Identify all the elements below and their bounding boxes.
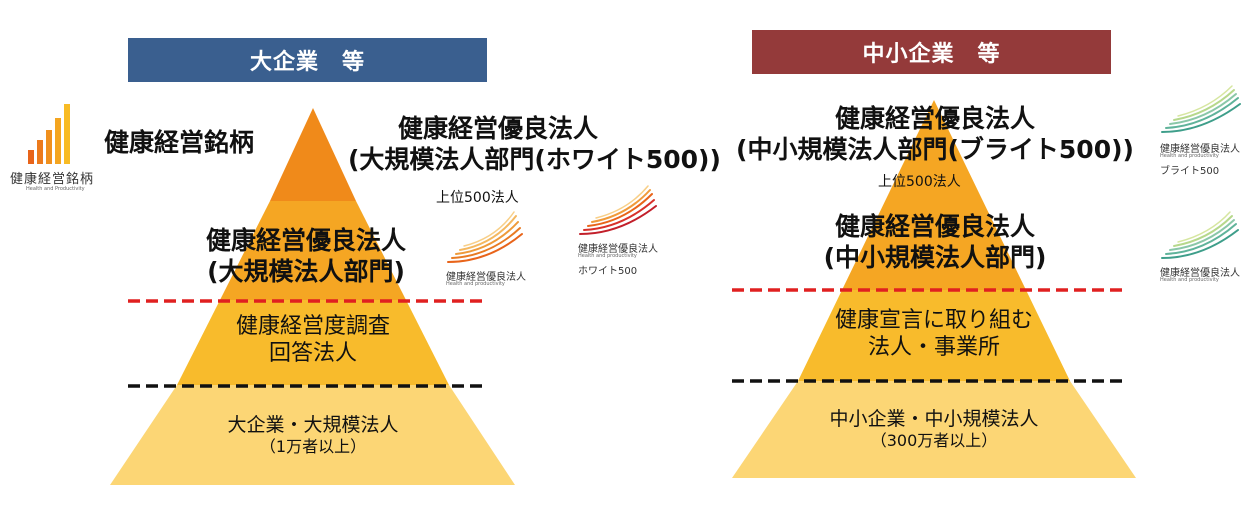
bright500-line1: 健康経営優良法人 xyxy=(834,104,1035,133)
left-tier-base xyxy=(110,385,515,485)
declare-label: 健康宣言に取り組む 法人・事業所 xyxy=(804,308,1064,362)
left-certified-line2: (大規模法人部門) xyxy=(207,256,405,286)
left-base-line1: 大企業・大規模法人 xyxy=(227,414,399,436)
sme-header: 中小企業 等 xyxy=(752,30,1111,74)
right-certified-line2: (中小規模法人部門) xyxy=(823,242,1047,272)
right-top500-note: 上位500法人 xyxy=(878,174,961,190)
right-tier-mid xyxy=(798,290,1070,381)
survey-line2: 回答法人 xyxy=(268,340,357,366)
white500-title: 健康経営優良法人 (大規模法人部門(ホワイト500)) xyxy=(348,114,721,175)
left-certified-line1: 健康経営優良法人 xyxy=(205,226,406,255)
bright500-title: 健康経営優良法人 (中小規模法人部門(ブライト500)) xyxy=(730,104,1140,165)
right-base-label: 中小企業・中小規模法人 （300万者以上） xyxy=(804,408,1064,451)
left-tier-top xyxy=(270,108,356,201)
certified-small-logo-caption: 健康経営優良法人 xyxy=(1160,268,1240,279)
brand-logo-caption: 健康経営銘柄 xyxy=(10,172,95,187)
large-enterprise-header: 大企業 等 xyxy=(128,38,487,82)
brand-label: 健康経営銘柄 xyxy=(104,128,255,157)
white500-line1: 健康経営優良法人 xyxy=(397,114,598,143)
declare-line2: 法人・事業所 xyxy=(867,334,1000,360)
right-tier-top xyxy=(842,100,1026,290)
left-tier-mid xyxy=(177,300,449,385)
swoosh-logo-icon xyxy=(579,185,657,235)
bright500-logo-sub: Health and productivity xyxy=(1160,153,1219,159)
survey-line1: 健康経営度調査 xyxy=(235,314,390,339)
survey-label: 健康経営度調査 回答法人 xyxy=(188,314,438,368)
right-certified-title: 健康経営優良法人 (中小規模法人部門) xyxy=(810,212,1060,273)
white500-logo-caption: 健康経営優良法人 xyxy=(578,244,658,255)
brand-logo-sub: Health and Productivity xyxy=(26,186,85,192)
swoosh-logo-icon xyxy=(447,211,523,263)
bright500-line2: (中小規模法人部門(ブライト500)) xyxy=(736,134,1134,164)
bar-chart-logo-icon xyxy=(28,104,70,164)
left-tier-upper xyxy=(220,201,406,300)
certified-large-logo-sub: Health and productivity xyxy=(446,281,505,287)
certified-large-logo-caption: 健康経営優良法人 xyxy=(446,272,526,283)
declare-line1: 健康宣言に取り組む xyxy=(834,308,1033,333)
right-certified-line1: 健康経営優良法人 xyxy=(834,212,1035,241)
white500-line2: (大規模法人部門(ホワイト500)) xyxy=(348,144,721,174)
swoosh-logo-icon xyxy=(1161,85,1241,133)
left-base-line2: （1万者以上） xyxy=(259,437,367,457)
white500-logo-sub: Health and productivity xyxy=(578,253,637,259)
left-top500-note: 上位500法人 xyxy=(436,190,519,206)
right-base-line1: 中小企業・中小規模法人 xyxy=(829,408,1039,430)
swoosh-logo-icon xyxy=(1161,211,1239,259)
left-base-label: 大企業・大規模法人 （1万者以上） xyxy=(188,414,438,457)
certified-small-logo-sub: Health and productivity xyxy=(1160,277,1219,283)
bright500-logo-tag: ブライト500 xyxy=(1160,166,1220,177)
left-certified-title: 健康経営優良法人 (大規模法人部門) xyxy=(182,226,430,287)
white500-logo-tag: ホワイト500 xyxy=(578,266,638,277)
right-base-line2: （300万者以上） xyxy=(870,431,998,451)
right-tier-base xyxy=(732,381,1136,478)
bright500-logo-caption: 健康経営優良法人 xyxy=(1160,144,1240,155)
